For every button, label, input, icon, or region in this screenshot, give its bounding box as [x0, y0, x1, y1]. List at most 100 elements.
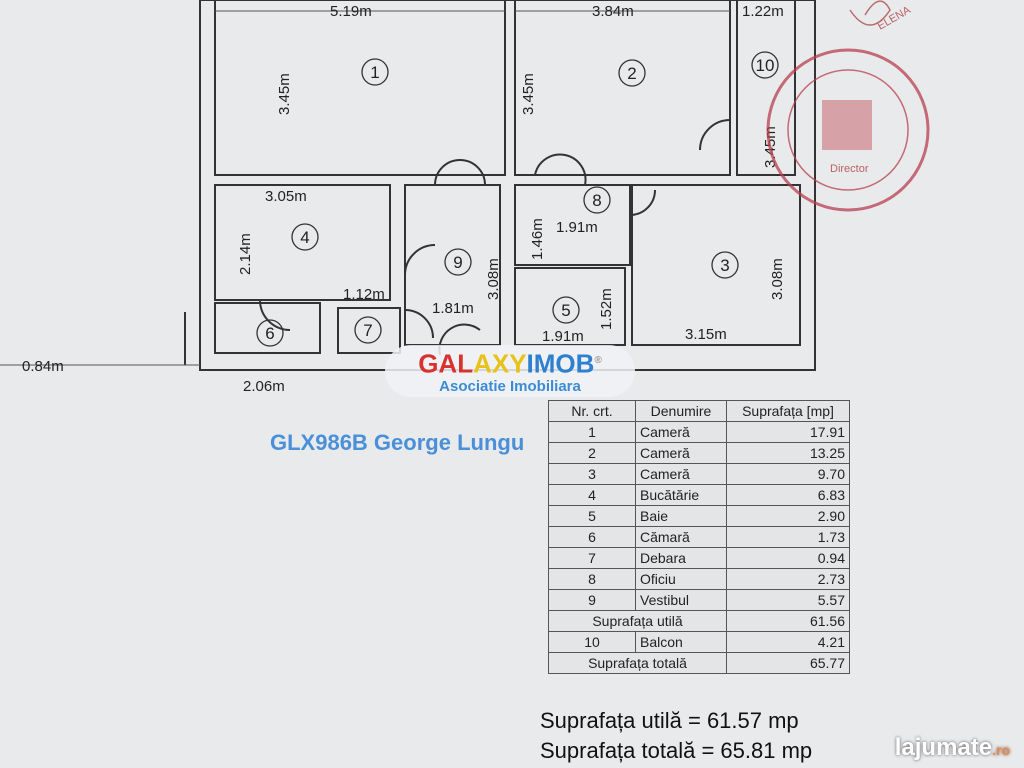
- total-value: 65.77: [726, 652, 850, 674]
- door-arc: [699, 119, 731, 151]
- site-logo: lajumate.ro: [894, 734, 1010, 761]
- header-nr: Nr. crt.: [548, 400, 636, 422]
- cell-nr: 5: [548, 505, 636, 527]
- room-number: 2: [627, 64, 636, 83]
- room-number: 10: [756, 56, 775, 75]
- dim-label: 3.08m: [769, 258, 786, 300]
- room-3-outline: [631, 184, 801, 346]
- useful-row: Suprafața utilă 61.56: [548, 610, 850, 632]
- room-number: 9: [453, 253, 462, 272]
- cadastre-stamp: Director ELENA: [766, 0, 930, 212]
- cell-area: 4.21: [726, 631, 850, 653]
- door-arc: [434, 159, 486, 186]
- room-8-outline: [514, 184, 631, 266]
- cell-area: 2.73: [726, 568, 850, 590]
- cell-name: Balcon: [635, 631, 727, 653]
- room-number: 3: [720, 256, 729, 275]
- dim-label: 1.52m: [598, 288, 615, 330]
- dim-label: 3.84m: [592, 3, 634, 20]
- room-2-outline: [514, 0, 731, 176]
- cell-name: Baie: [635, 505, 727, 527]
- room-7-outline: [337, 307, 401, 354]
- summary-total: Suprafața totală = 65.81 mp: [540, 738, 813, 763]
- cell-area: 2.90: [726, 505, 850, 527]
- brand-logo: GALAXYIMOB®: [418, 348, 602, 379]
- cell-area: 0.94: [726, 547, 850, 569]
- room-number: 6: [265, 324, 274, 343]
- cell-nr: 9: [548, 589, 636, 611]
- agent-id: GLX986B George Lungu: [270, 430, 525, 455]
- room-number-circles: [256, 51, 779, 347]
- cell-name: Cameră: [635, 421, 727, 443]
- dim-label: 1.46m: [529, 218, 546, 260]
- door-arc: [629, 189, 656, 216]
- dim-label: 0.84m: [22, 358, 64, 375]
- cell-nr: 6: [548, 526, 636, 548]
- balcony-row: 10 Balcon 4.21: [548, 631, 850, 653]
- coat-of-arms-icon: [822, 100, 872, 150]
- stamp-role: Director: [830, 163, 869, 175]
- cell-name: Bucătărie: [635, 484, 727, 506]
- room-6-outline: [214, 302, 321, 354]
- useful-value: 61.56: [726, 610, 850, 632]
- summary-useful: Suprafața utilă = 61.57 mp: [540, 708, 799, 733]
- galaxyimob-watermark: GALAXYIMOB® Asociatie Imobiliara: [385, 345, 635, 397]
- dim-label: 3.15m: [685, 326, 727, 343]
- cell-name: Cămară: [635, 526, 727, 548]
- cell-nr: 3: [548, 463, 636, 485]
- cell-name: Oficiu: [635, 568, 727, 590]
- dim-label: 1.12m: [343, 286, 385, 303]
- room-number: 8: [592, 191, 601, 210]
- cell-area: 5.57: [726, 589, 850, 611]
- door-arc: [534, 153, 587, 186]
- dimension-labels: 5.19m 3.45m 3.84m 3.45m 1.22m 3.45m 3.05…: [22, 3, 786, 395]
- door-arc: [404, 309, 434, 339]
- door-arc: [259, 299, 291, 331]
- dim-label: 1.22m: [742, 3, 784, 20]
- header-area: Suprafața [mp]: [726, 400, 850, 422]
- dim-label: 3.05m: [265, 188, 307, 205]
- room-number: 1: [370, 63, 379, 82]
- header-name: Denumire: [635, 400, 727, 422]
- dim-label: 3.45m: [520, 73, 537, 115]
- cell-nr: 4: [548, 484, 636, 506]
- door-arc: [404, 244, 436, 276]
- walls: [0, 0, 816, 371]
- cell-name: Cameră: [635, 442, 727, 464]
- cell-area: 6.83: [726, 484, 850, 506]
- signature: ELENA: [876, 4, 914, 33]
- dim-label: 1.91m: [556, 219, 598, 236]
- room-4-outline: [214, 184, 391, 301]
- total-label: Suprafața totală: [548, 652, 727, 674]
- dim-label: 2.06m: [243, 378, 285, 395]
- dim-label: 1.91m: [542, 328, 584, 345]
- cell-area: 9.70: [726, 463, 850, 485]
- room-number: 7: [363, 321, 372, 340]
- cell-name: Debara: [635, 547, 727, 569]
- room-1-outline: [214, 0, 506, 176]
- room-10-outline: [736, 0, 796, 176]
- brand-subtitle: Asociatie Imobiliara: [439, 377, 581, 395]
- dim-label: 5.19m: [330, 3, 372, 20]
- cell-name: Cameră: [635, 463, 727, 485]
- cell-nr: 10: [548, 631, 636, 653]
- dim-label: 3.08m: [485, 258, 502, 300]
- room-number: 5: [561, 301, 570, 320]
- total-row: Suprafața totală 65.77: [548, 652, 850, 674]
- cell-nr: 2: [548, 442, 636, 464]
- cell-area: 13.25: [726, 442, 850, 464]
- cell-name: Vestibul: [635, 589, 727, 611]
- cell-nr: 8: [548, 568, 636, 590]
- dim-label: 1.81m: [432, 300, 474, 317]
- useful-label: Suprafața utilă: [548, 610, 727, 632]
